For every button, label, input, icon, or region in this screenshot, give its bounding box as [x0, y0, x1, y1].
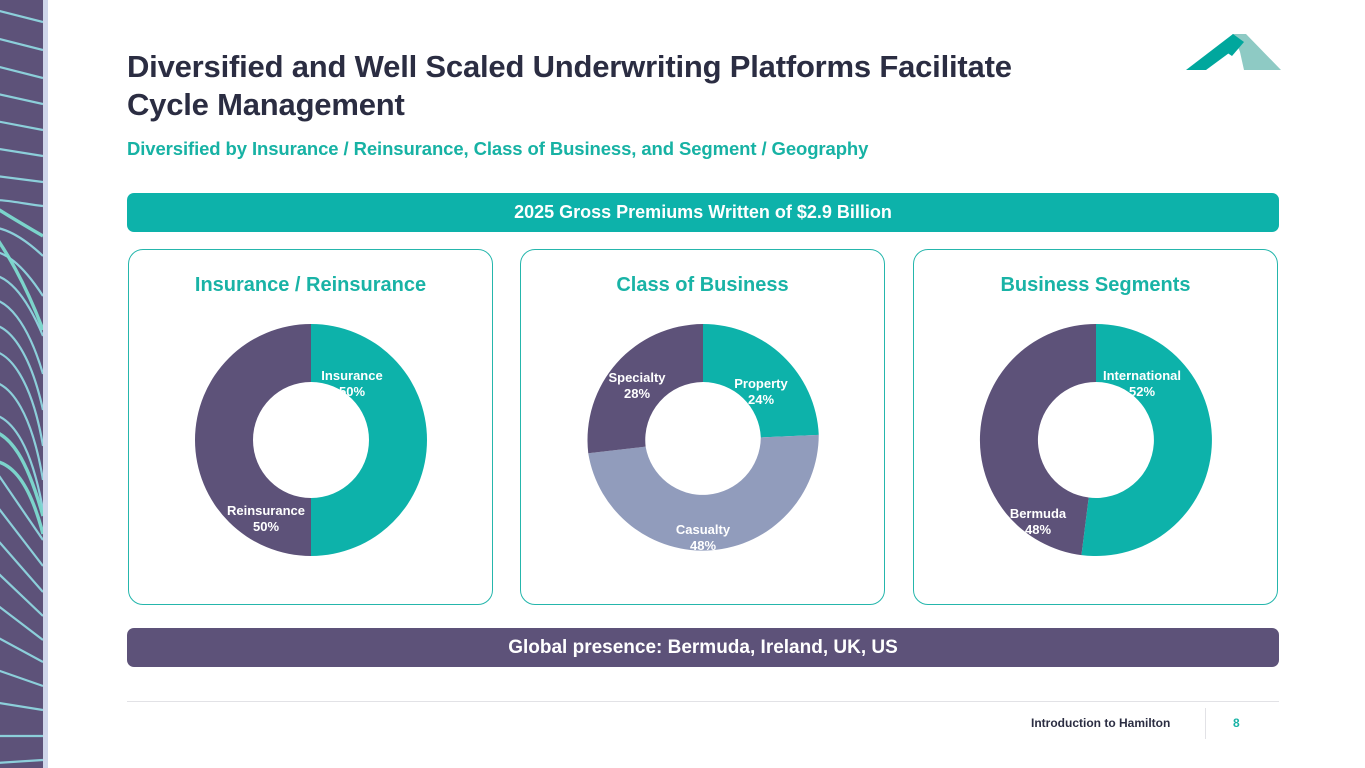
global-presence-bar: Global presence: Bermuda, Ireland, UK, U…: [127, 628, 1279, 667]
slice-value-international: 52%: [1128, 384, 1154, 399]
page-subtitle: Diversified by Insurance / Reinsurance, …: [127, 138, 869, 159]
footer-separator: [1205, 708, 1206, 739]
left-strip-edge: [43, 0, 48, 768]
footer-page-number: 8: [1233, 716, 1240, 730]
decorative-left-strip: [0, 0, 43, 768]
chart-title: Business Segments: [1000, 274, 1191, 296]
footer-divider: [127, 701, 1279, 702]
slice-casualty: [587, 434, 819, 551]
slice-label-specialty: Specialty: [608, 370, 666, 385]
slice-insurance: [310, 324, 427, 556]
chart-card-business-segments: Business Segments International 52% Berm…: [913, 249, 1278, 605]
slice-value-casualty: 48%: [689, 538, 715, 553]
slice-label-casualty: Casualty: [675, 522, 730, 537]
chart-card-class-of-business: Class of Business Property 24% Casualty …: [520, 249, 885, 605]
slice-reinsurance: [194, 324, 311, 556]
slice-bermuda: [979, 323, 1096, 556]
donut-chart-business-segments: International 52% Bermuda 48%: [914, 310, 1277, 595]
slice-label-reinsurance: Reinsurance: [226, 503, 304, 518]
slice-label-international: International: [1102, 368, 1180, 383]
slice-value-specialty: 28%: [623, 386, 649, 401]
chart-title: Class of Business: [616, 274, 789, 296]
slice-value-reinsurance: 50%: [252, 519, 278, 534]
slice-specialty: [586, 324, 703, 454]
hamilton-chevron-logo: [1186, 30, 1281, 72]
slice-label-property: Property: [734, 376, 788, 391]
donut-chart-insurance-reinsurance: Insurance 50% Reinsurance 50%: [129, 310, 492, 595]
slice-value-insurance: 50%: [338, 384, 364, 399]
slice-label-bermuda: Bermuda: [1009, 506, 1066, 521]
slice-label-insurance: Insurance: [321, 368, 382, 383]
chart-card-insurance-reinsurance: Insurance / Reinsurance Insurance 50% Re…: [128, 249, 493, 605]
slice-value-bermuda: 48%: [1024, 522, 1050, 537]
page-title: Diversified and Well Scaled Underwriting…: [127, 49, 1012, 122]
footer-document-title: Introduction to Hamilton: [1031, 716, 1171, 730]
slice-property: [702, 324, 819, 438]
slice-international: [1080, 324, 1212, 556]
gross-premiums-banner: 2025 Gross Premiums Written of $2.9 Bill…: [127, 193, 1279, 232]
donut-chart-class-of-business: Property 24% Casualty 48% Specialty 28%: [521, 310, 884, 595]
chart-title: Insurance / Reinsurance: [194, 274, 427, 296]
slice-value-property: 24%: [747, 392, 773, 407]
